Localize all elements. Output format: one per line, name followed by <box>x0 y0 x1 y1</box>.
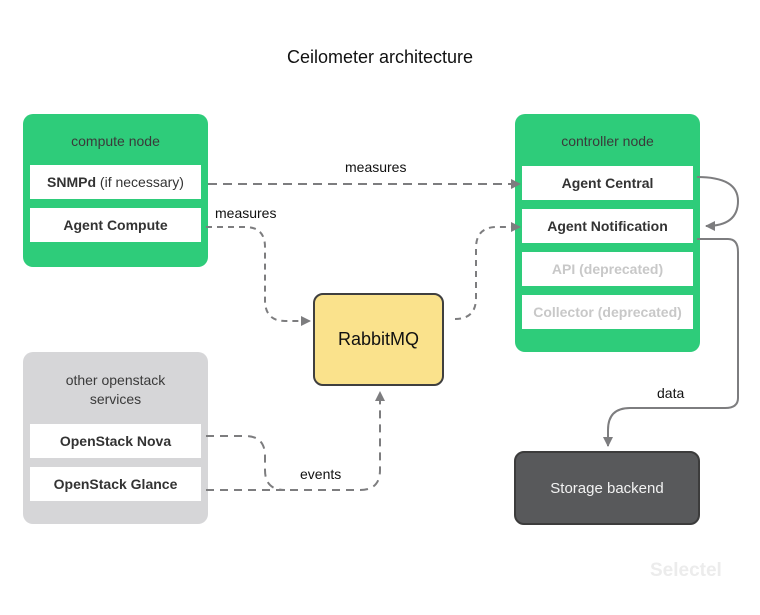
edge-notification-to-storage <box>603 238 739 447</box>
snmpd-label: SNMPd <box>47 174 97 190</box>
edge-label-data: data <box>657 385 685 401</box>
edge-nova-to-rabbitmq <box>206 435 286 491</box>
rabbitmq-box[interactable]: RabbitMQ <box>313 293 444 386</box>
edge-label-snmpd-measures: measures <box>345 159 407 175</box>
edge-rabbitmq-to-notification <box>454 222 521 320</box>
rabbitmq-label: RabbitMQ <box>337 329 420 349</box>
edge-label-compute-measures: measures <box>215 205 277 221</box>
compute-node-label: compute node <box>71 133 160 149</box>
other-services-label-line1: other openstack <box>65 372 166 388</box>
snmpd-box[interactable]: SNMPd (if necessary) <box>30 165 201 199</box>
openstack-nova-box[interactable]: OpenStack Nova <box>30 424 201 458</box>
collector-deprecated-box[interactable]: Collector (deprecated) <box>522 295 693 329</box>
selectel-watermark: Selectel <box>650 560 722 581</box>
agent-central-box[interactable]: Agent Central <box>522 166 693 200</box>
compute-node-group: compute node SNMPd (if necessary) Agent … <box>23 114 208 267</box>
other-services-group: other openstack services OpenStack Nova … <box>23 352 208 524</box>
edge-central-to-notification <box>696 176 740 231</box>
agent-notification-box[interactable]: Agent Notification <box>522 209 693 243</box>
storage-backend-label: Storage backend <box>550 479 664 497</box>
storage-backend-box[interactable]: Storage backend <box>514 451 700 525</box>
openstack-glance-box[interactable]: OpenStack Glance <box>30 467 201 501</box>
edge-label-events: events <box>300 466 342 482</box>
agent-compute-box[interactable]: Agent Compute <box>30 208 201 242</box>
controller-node-group: controller node Agent Central Agent Noti… <box>515 114 700 352</box>
controller-node-label: controller node <box>561 133 654 149</box>
snmpd-note: (if necessary) <box>96 174 184 190</box>
api-deprecated-box[interactable]: API (deprecated) <box>522 252 693 286</box>
diagram-title: Ceilometer architecture <box>286 47 474 67</box>
edge-compute-to-rabbitmq <box>206 226 311 326</box>
edge-glance-to-rabbitmq <box>206 391 385 491</box>
agent-compute-label: Agent Compute <box>63 217 168 233</box>
other-services-label-line2: services <box>89 391 142 407</box>
